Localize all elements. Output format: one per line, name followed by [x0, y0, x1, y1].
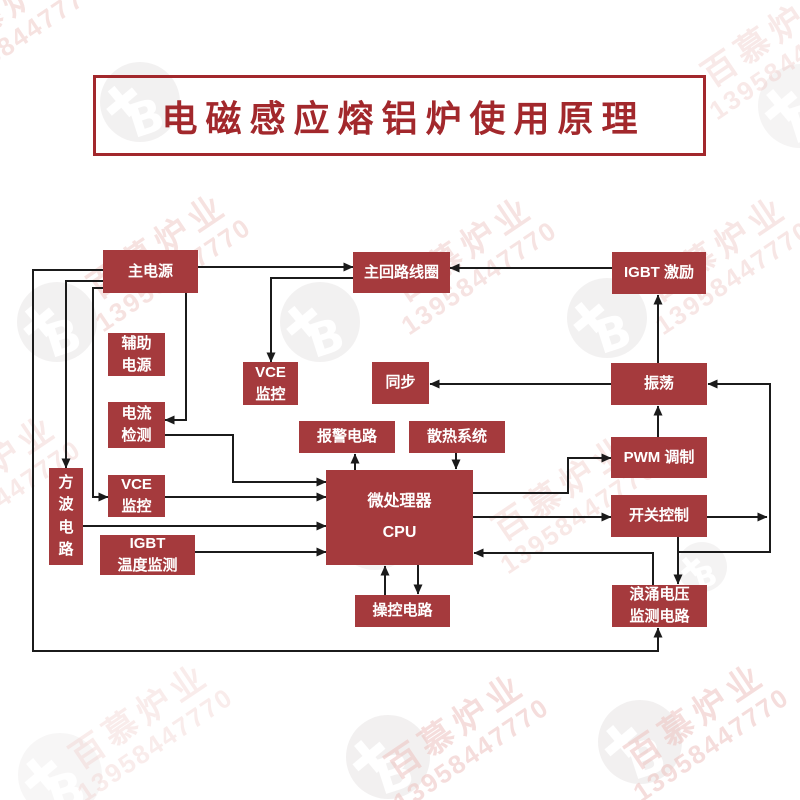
node-igbt-temp: IGBT 温度监测 [100, 535, 195, 575]
edge-mainpower-to-surge [32, 269, 663, 652]
node-cpu: 微处理器 CPU [326, 470, 473, 565]
node-vce-monitor-left: VCE 监控 [108, 475, 165, 517]
edge-current-to-cpu [165, 434, 327, 487]
brand-logo-icon: B [17, 282, 97, 369]
brand-logo-icon: B [346, 715, 430, 800]
brand-logo-icon: B [677, 542, 727, 596]
edge-mainpower-to-squarewave [61, 280, 103, 469]
brand-logo-icon: B [100, 62, 180, 149]
edge-cpu-to-pwm [473, 453, 612, 494]
brand-logo-icon: B [567, 278, 647, 365]
title-box: 电磁感应熔铝炉使用原理 [93, 75, 706, 156]
edge-mainpower-to-current [164, 293, 187, 425]
node-control-circuit: 操控电路 [355, 595, 450, 627]
node-sync: 同步 [372, 362, 429, 404]
edge-surge-to-cpu [473, 548, 654, 585]
node-cooling-system: 散热系统 [409, 421, 505, 453]
node-main-coil: 主回路线圈 [353, 252, 450, 293]
node-surge-monitor: 浪涌电压 监测电路 [612, 585, 707, 627]
node-switch-control: 开关控制 [611, 495, 707, 537]
node-igbt-drive: IGBT 激励 [612, 252, 706, 294]
node-aux-power: 辅助 电源 [108, 333, 165, 376]
edge-loop-to-osc [678, 379, 771, 553]
node-current-detect: 电流 检测 [108, 402, 165, 448]
page-title: 电磁感应熔铝炉使用原理 [161, 97, 646, 139]
edge-coil-to-vce-monitor [266, 277, 353, 363]
brand-logo-icon: B [18, 733, 102, 800]
brand-logo-icon: B [598, 700, 682, 792]
node-pwm-mod: PWM 调制 [611, 437, 707, 478]
brand-logo-icon: B [280, 282, 360, 369]
node-oscillator: 振荡 [611, 363, 707, 405]
edge-mainpower-to-vce-left [92, 287, 109, 502]
node-main-power: 主电源 [103, 250, 198, 293]
brand-logo-icon: B [758, 64, 800, 156]
node-vce-monitor-coil: VCE 监控 [243, 362, 298, 405]
node-alarm-circuit: 报警电路 [299, 421, 395, 453]
node-square-wave: 方 波 电 路 [49, 468, 83, 565]
